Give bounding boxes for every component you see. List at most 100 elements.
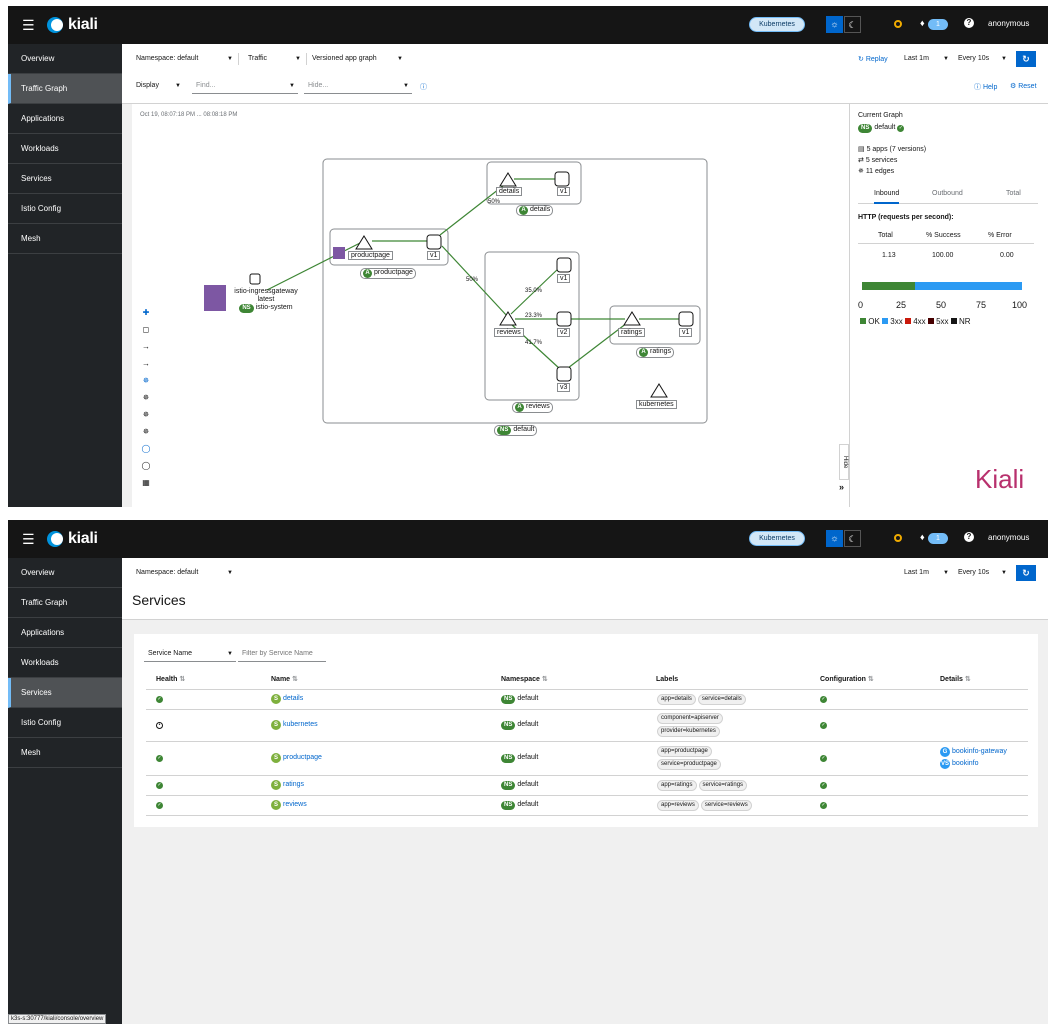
health-status-icon[interactable] bbox=[894, 534, 902, 542]
col-namespace[interactable]: Namespace ⇅ bbox=[491, 670, 646, 690]
user-menu[interactable]: anonymous bbox=[988, 533, 1030, 542]
service-name-filter-input[interactable] bbox=[238, 646, 326, 662]
service-link[interactable]: reviews bbox=[283, 801, 307, 808]
namespace-dropdown[interactable]: Namespace: default ▼ bbox=[132, 565, 236, 581]
ratings-v1-node[interactable] bbox=[678, 311, 694, 327]
details-app-node[interactable] bbox=[499, 172, 517, 187]
hide-input[interactable]: Hide... ▼ bbox=[304, 78, 412, 94]
notification-count[interactable]: 1 bbox=[928, 533, 948, 544]
layout-1-icon[interactable]: ✵ bbox=[142, 393, 150, 402]
service-link[interactable]: productpage bbox=[283, 754, 322, 761]
filter-type-dropdown[interactable]: Service Name ▼ bbox=[144, 646, 236, 662]
traffic-dropdown[interactable]: Traffic ▼ bbox=[244, 51, 304, 67]
duration-dropdown[interactable]: Last 1m ▼ bbox=[900, 51, 952, 67]
service-link[interactable]: ratings bbox=[283, 781, 305, 788]
sidebar-item-workloads[interactable]: Workloads bbox=[8, 648, 122, 678]
namespace-dropdown[interactable]: Namespace: default ▼ bbox=[132, 51, 236, 67]
cluster-badge[interactable]: Kubernetes bbox=[749, 531, 805, 546]
hide-panel-toggle[interactable]: Hide bbox=[839, 444, 849, 480]
replay-link[interactable]: ↻ Replay bbox=[858, 56, 888, 63]
ratings-app-node[interactable] bbox=[623, 311, 641, 326]
virtual-service-link-text[interactable]: bookinfo bbox=[952, 760, 979, 767]
sidebar-item-mesh[interactable]: Mesh bbox=[8, 224, 122, 254]
details-v1-node[interactable] bbox=[554, 171, 570, 187]
sidebar-item-mesh[interactable]: Mesh bbox=[8, 738, 122, 768]
help-icon[interactable]: ? bbox=[964, 18, 974, 28]
sidebar-item-services[interactable]: Services bbox=[8, 678, 122, 708]
service-link[interactable]: details bbox=[283, 695, 304, 702]
sidebar-item-istio-config[interactable]: Istio Config bbox=[8, 194, 122, 224]
kubernetes-service-node[interactable] bbox=[650, 383, 668, 398]
sidebar-item-applications[interactable]: Applications bbox=[8, 104, 122, 134]
reviews-v3-node[interactable] bbox=[556, 366, 572, 382]
zoom-to-fit-icon[interactable]: ◻ bbox=[142, 325, 150, 334]
bell-icon[interactable]: ♦ bbox=[920, 18, 925, 28]
sidebar-item-istio-config[interactable]: Istio Config bbox=[8, 708, 122, 738]
tab-inbound[interactable]: Inbound bbox=[874, 190, 900, 204]
layout-default-icon[interactable]: ✵ bbox=[142, 376, 150, 385]
zoom-in-icon[interactable]: → bbox=[142, 342, 150, 351]
graph-canvas[interactable]: Oct 19, 08:07:18 PM ... 08:08:18 PM bbox=[132, 104, 849, 507]
tab-total[interactable]: Total bbox=[1006, 190, 1021, 197]
layout-2-icon[interactable]: ✵ bbox=[142, 410, 150, 419]
hamburger-menu-icon[interactable]: ☰ bbox=[22, 17, 35, 33]
zoom-out-icon[interactable]: → bbox=[142, 359, 150, 368]
productpage-app-node[interactable] bbox=[355, 235, 373, 250]
sidebar-item-traffic-graph[interactable]: Traffic Graph bbox=[8, 74, 122, 104]
sort-icon[interactable]: ⇅ bbox=[179, 676, 186, 684]
sidebar-item-applications[interactable]: Applications bbox=[8, 618, 122, 648]
reviews-app-node[interactable] bbox=[499, 311, 517, 326]
sort-icon[interactable]: ⇅ bbox=[292, 676, 298, 684]
find-input[interactable]: Find... ▼ bbox=[192, 78, 298, 94]
ingress-gateway-node[interactable] bbox=[204, 285, 226, 311]
collapse-panel-icon[interactable]: » bbox=[839, 482, 845, 492]
dark-theme-button[interactable]: ☾ bbox=[844, 16, 861, 33]
sidebar-item-workloads[interactable]: Workloads bbox=[8, 134, 122, 164]
sort-icon[interactable]: ⇅ bbox=[541, 676, 548, 684]
col-details[interactable]: Details ⇅ bbox=[930, 670, 1028, 690]
sidebar-item-traffic-graph[interactable]: Traffic Graph bbox=[8, 588, 122, 618]
dark-theme-button[interactable]: ☾ bbox=[844, 530, 861, 547]
reviews-v2-node[interactable] bbox=[556, 311, 572, 327]
reset-link[interactable]: ⚙ Reset bbox=[1010, 83, 1037, 90]
gateway-link-text[interactable]: bookinfo-gateway bbox=[952, 748, 1007, 755]
refresh-interval-dropdown[interactable]: Every 10s ▼ bbox=[954, 51, 1010, 67]
light-theme-button[interactable]: ☼ bbox=[826, 530, 843, 547]
namespace-layout-2-icon[interactable]: ◯ bbox=[141, 461, 151, 470]
sidebar-item-overview[interactable]: Overview bbox=[8, 558, 122, 588]
hamburger-menu-icon[interactable]: ☰ bbox=[22, 531, 35, 547]
productpage-v1-node[interactable] bbox=[426, 234, 442, 250]
duration-dropdown[interactable]: Last 1m ▼ bbox=[900, 565, 952, 581]
legend-icon[interactable]: ▦ bbox=[142, 478, 150, 487]
namespace-layout-icon[interactable]: ◯ bbox=[141, 444, 151, 453]
reviews-v1-node[interactable] bbox=[556, 257, 572, 273]
cluster-badge[interactable]: Kubernetes bbox=[749, 17, 805, 32]
display-dropdown[interactable]: Display ▼ bbox=[132, 78, 184, 94]
info-icon[interactable]: ⓘ bbox=[420, 84, 427, 91]
bell-icon[interactable]: ♦ bbox=[920, 532, 925, 542]
sidebar-item-overview[interactable]: Overview bbox=[8, 44, 122, 74]
light-theme-button[interactable]: ☼ bbox=[826, 16, 843, 33]
help-link[interactable]: ⓘ Help bbox=[974, 84, 998, 91]
pan-icon[interactable]: ✚ bbox=[142, 308, 150, 317]
col-name[interactable]: Name ⇅ bbox=[261, 670, 491, 690]
notification-count[interactable]: 1 bbox=[928, 19, 948, 30]
sidebar-item-services[interactable]: Services bbox=[8, 164, 122, 194]
health-status-icon[interactable] bbox=[894, 20, 902, 28]
label-chip: provider=kubernetes bbox=[657, 726, 720, 737]
refresh-button[interactable]: ↻ bbox=[1016, 51, 1036, 67]
sort-icon[interactable]: ⇅ bbox=[964, 676, 971, 684]
col-health[interactable]: Health ⇅ bbox=[146, 670, 261, 690]
layout-3-icon[interactable]: ✵ bbox=[142, 427, 150, 436]
help-icon[interactable]: ? bbox=[964, 532, 974, 542]
graph-type-dropdown[interactable]: Versioned app graph ▼ bbox=[308, 51, 406, 67]
refresh-interval-dropdown[interactable]: Every 10s ▼ bbox=[954, 565, 1010, 581]
col-configuration[interactable]: Configuration ⇅ bbox=[810, 670, 930, 690]
tab-outbound[interactable]: Outbound bbox=[932, 190, 963, 197]
user-menu[interactable]: anonymous bbox=[988, 19, 1030, 28]
sort-icon[interactable]: ⇅ bbox=[867, 676, 874, 684]
service-link[interactable]: kubernetes bbox=[283, 721, 318, 728]
refresh-button[interactable]: ↻ bbox=[1016, 565, 1036, 581]
